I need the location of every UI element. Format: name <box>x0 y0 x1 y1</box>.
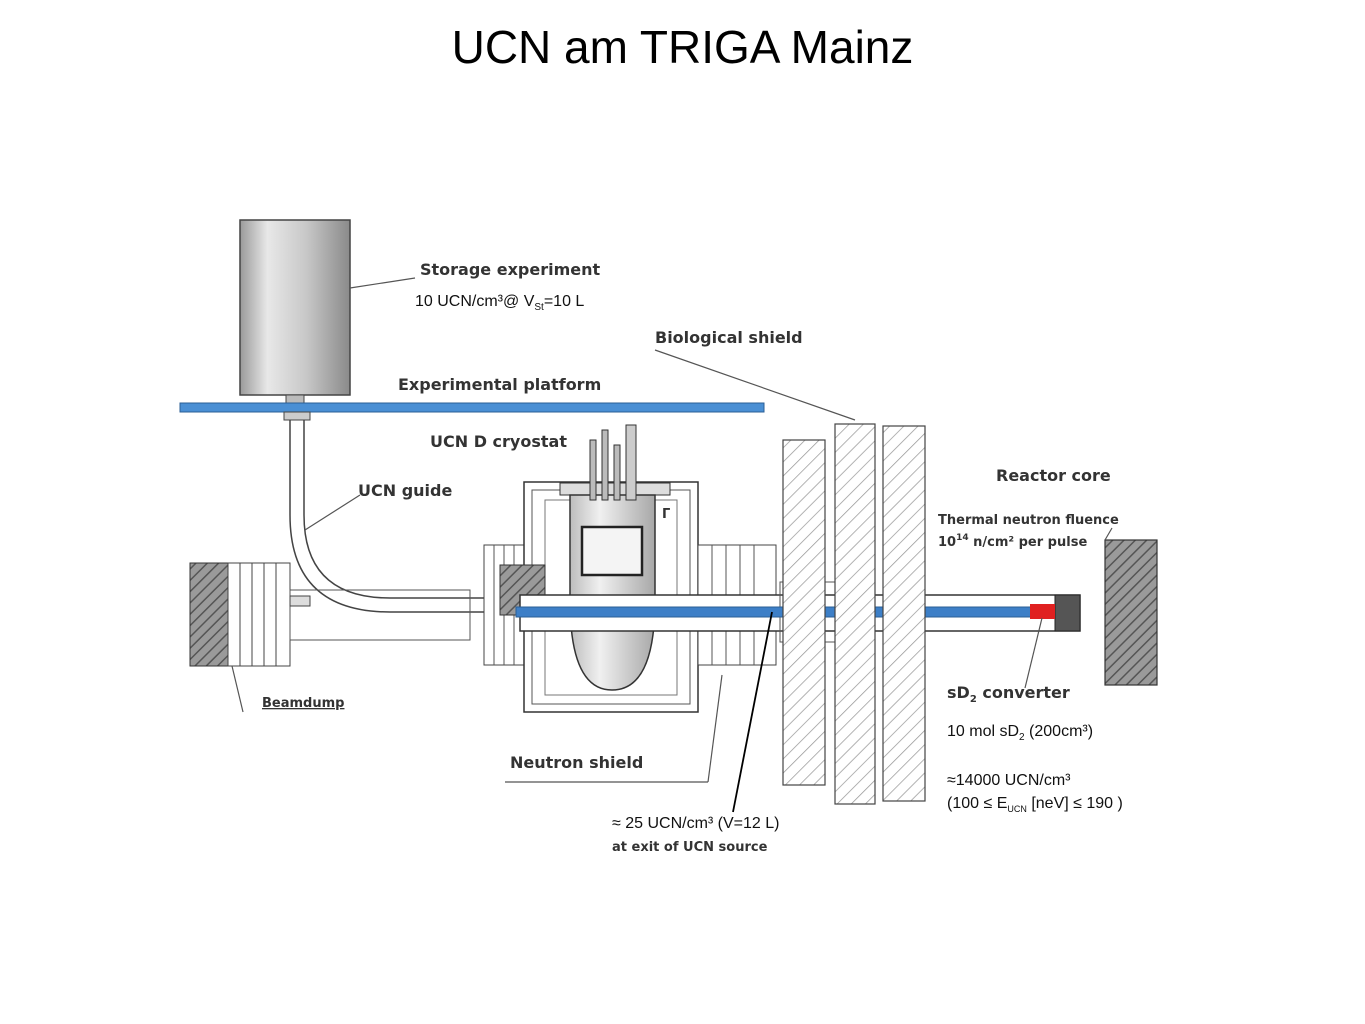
leader-exit-density <box>732 611 773 813</box>
svg-text:Γ: Γ <box>662 507 670 522</box>
label-ucn-guide: UCN guide <box>358 481 452 500</box>
leader-beamdump <box>231 665 244 713</box>
label-energy-range: (100 ≤ EUCN [neV] ≤ 190 ) <box>947 795 1123 814</box>
label-biological-shield: Biological shield <box>655 328 803 347</box>
label-cryostat: UCN D cryostat <box>430 432 567 451</box>
leader-storage <box>349 277 416 289</box>
label-fluence-line2: 1014 n/cm² per pulse <box>938 533 1087 550</box>
label-beamdump: Beamdump <box>262 696 344 711</box>
label-neutron-shield: Neutron shield <box>510 753 643 772</box>
cryostat-vessel: Γ <box>569 424 670 691</box>
leader-reactor <box>1104 527 1113 541</box>
label-fluence-line1: Thermal neutron fluence <box>938 513 1119 528</box>
leader-guide <box>304 494 361 531</box>
guide-flange <box>283 411 311 421</box>
label-exit-density: ≈ 25 UCN/cm³ (V=12 L) <box>612 815 780 832</box>
label-converter: sD2 converter <box>947 683 1070 705</box>
storage-experiment-vessel <box>239 219 351 408</box>
beamdump <box>189 562 471 667</box>
leader-neutron-shield-2 <box>707 674 723 783</box>
label-experimental-platform: Experimental platform <box>398 375 601 394</box>
label-reactor-core: Reactor core <box>996 466 1111 485</box>
label-storage-experiment: Storage experiment <box>420 260 600 279</box>
sd2-converter-block <box>1030 604 1055 619</box>
label-converter-mol: 10 mol sD2 (200cm³) <box>947 723 1093 743</box>
label-storage-density: 10 UCN/cm³@ VSt=10 L <box>415 293 584 313</box>
experimental-platform <box>179 402 765 413</box>
label-ucn-density: ≈14000 UCN/cm³ <box>947 772 1071 789</box>
label-exit-note: at exit of UCN source <box>612 840 768 855</box>
leader-converter <box>1024 617 1043 689</box>
reactor-core <box>1104 539 1158 686</box>
page-title: UCN am TRIGA Mainz <box>451 21 914 73</box>
biological-shield <box>782 423 926 805</box>
ucn-guide-pipe <box>289 412 520 613</box>
leader-bioshield <box>654 349 856 421</box>
ucn-beam-line <box>515 606 1037 618</box>
